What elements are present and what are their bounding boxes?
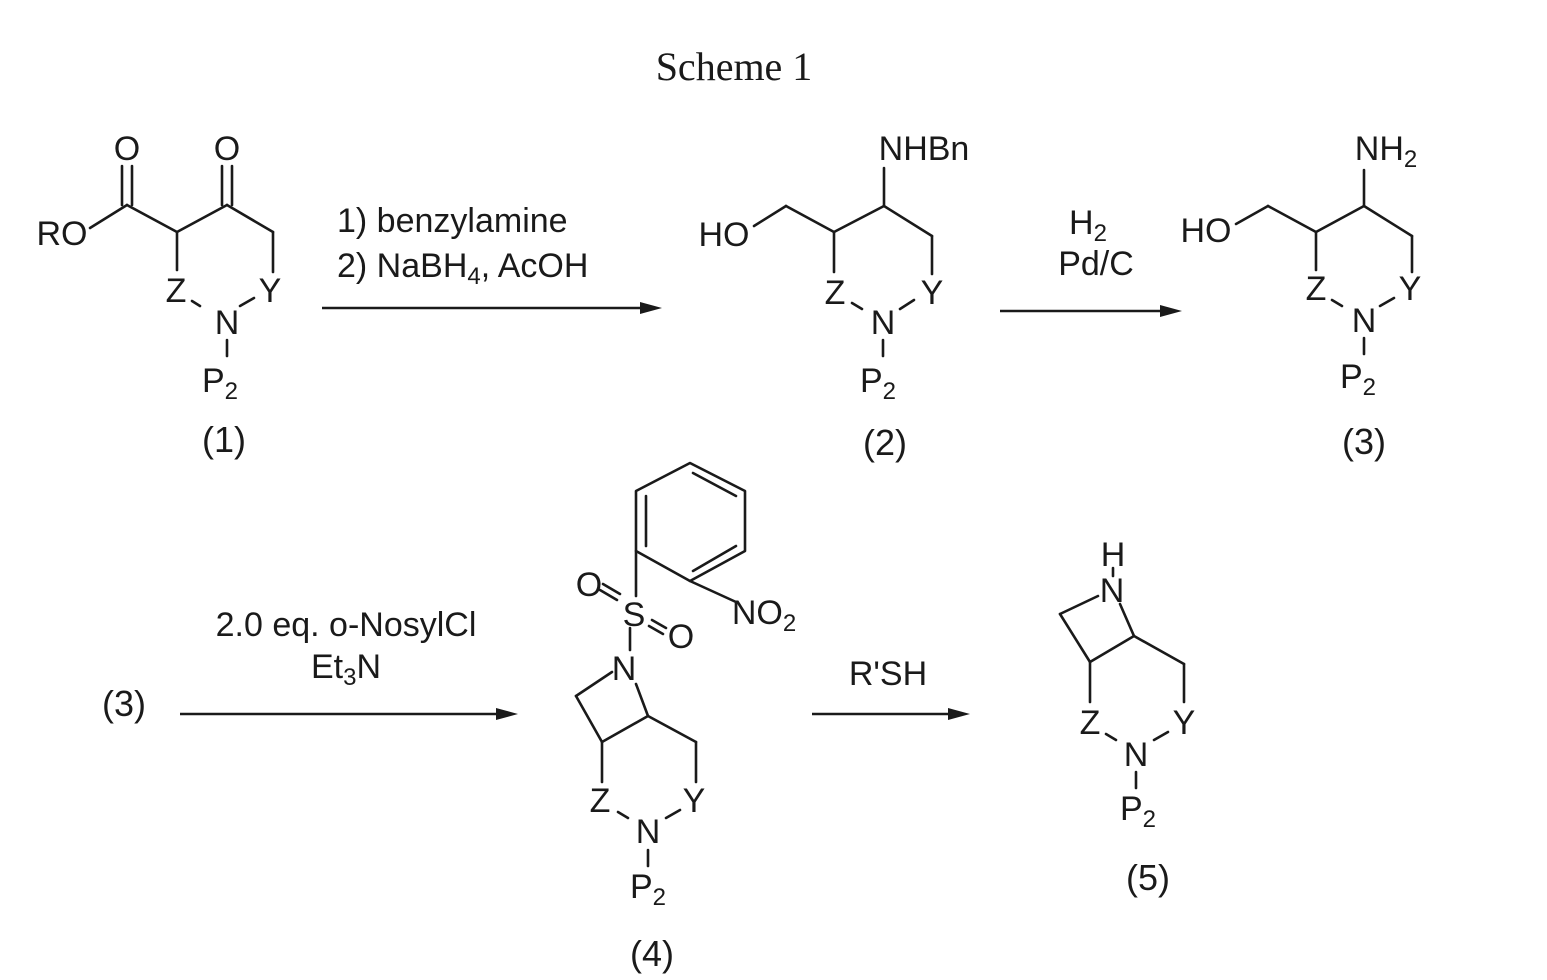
reaction-1: 1) benzylamine 2) NaBH4, AcOH [322,202,662,314]
compound-1: O O RO Z Y N P2 (1) [37,130,282,460]
compound-4: O S O NO2 N Z Y N P2 (4) [576,463,796,974]
compound-3-n: N [1352,302,1377,340]
compound-5-p2: P2 [1120,790,1156,833]
compound-4-s: S [623,596,646,634]
compound-1-ro: RO [37,215,88,253]
compound-5-z: Z [1080,704,1101,742]
compound-3-label: (3) [1342,421,1386,462]
compound-1-label: (1) [202,419,246,460]
reaction-4-arrowhead [948,708,970,720]
reaction-3-line1: 2.0 eq. o-NosylCl [216,606,477,644]
compound-1-z: Z [166,272,187,310]
compound-5-n-ring: N [1100,572,1125,610]
compound-1-o-ester: O [114,130,140,168]
compound-3-y: Y [1399,270,1422,308]
compound-2-bonds [754,168,932,356]
compound-1-p2: P2 [202,362,238,405]
compound-3-reference: (3) [102,683,146,724]
compound-5: H N Z Y N P2 (5) [1060,536,1195,898]
compound-3-p2: P2 [1340,358,1376,401]
compound-3: NH2 HO Z Y N P2 (3) [1181,130,1422,462]
compound-1-bonds [90,166,273,356]
compound-3-nh2: NH2 [1355,130,1417,173]
compound-4-n-ring: N [612,650,637,688]
compound-4-n: N [636,813,661,851]
compound-4-z: Z [590,782,611,820]
reaction-3-et3n: Et3N [311,648,381,691]
reaction-1-arrowhead [640,302,662,314]
reaction-4-line1: R'SH [849,655,927,693]
compound-5-y: Y [1173,704,1196,742]
compound-3-bonds [1236,170,1412,354]
compound-5-label: (5) [1126,857,1170,898]
compound-4-no2: NO2 [732,594,796,637]
compound-4-p2: P2 [630,868,666,911]
compound-4-o-left: O [576,566,602,604]
compound-4-label: (4) [630,933,674,974]
compound-2-y: Y [921,274,944,312]
reaction-1-line1: 1) benzylamine [337,202,568,240]
compound-1-y: Y [259,272,282,310]
compound-1-o-ketone: O [214,130,240,168]
compound-5-n: N [1124,736,1149,774]
compound-4-o-right: O [668,618,694,656]
reaction-2: H2 Pd/C [1000,204,1182,317]
compound-2-ho: HO [699,216,750,254]
reaction-3: 2.0 eq. o-NosylCl Et3N [180,606,518,720]
compound-2-nhbn: NHBn [879,130,970,168]
compound-4-y: Y [683,782,706,820]
reaction-2-pdc: Pd/C [1058,245,1134,283]
compound-5-h: H [1101,536,1126,574]
compound-2: NHBn HO Z Y N P2 (2) [699,130,970,463]
reaction-1-line2: 2) NaBH4, AcOH [337,247,588,290]
compound-2-label: (2) [863,422,907,463]
reaction-4: R'SH [812,655,970,720]
scheme-title: Scheme 1 [656,44,813,89]
compound-3-ho: HO [1181,212,1232,250]
reaction-2-arrowhead [1160,305,1182,317]
compound-3-z: Z [1306,270,1327,308]
compound-2-n: N [871,304,896,342]
reaction-3-arrowhead [496,708,518,720]
compound-2-p2: P2 [860,362,896,405]
compound-1-n: N [215,304,240,342]
reaction-2-h2: H2 [1069,204,1107,247]
compound-2-z: Z [825,274,846,312]
